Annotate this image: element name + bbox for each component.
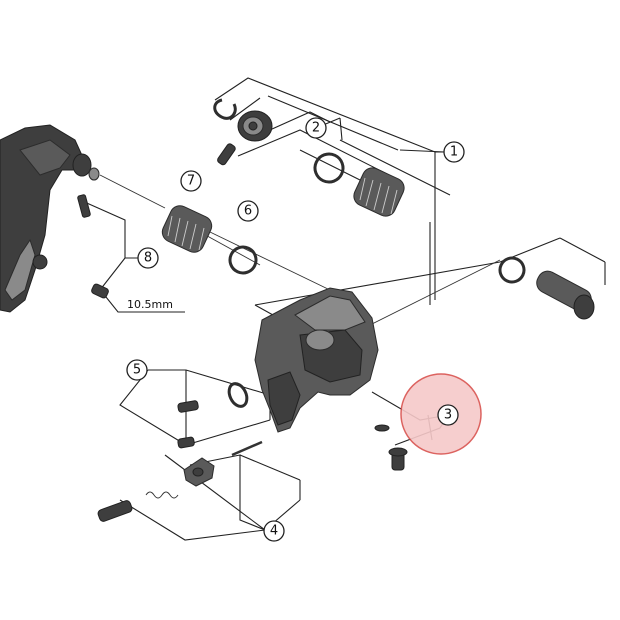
o-ring-right: [498, 256, 526, 284]
callout-5[interactable]: 5: [126, 359, 148, 381]
callout-4-label: 4: [270, 524, 278, 539]
adjuster-spring: [145, 491, 179, 499]
callout-8[interactable]: 8: [137, 247, 159, 269]
dimension-label: 10.5mm: [127, 298, 173, 311]
derailleur-body: [254, 287, 379, 433]
pulley-cage-plate: [0, 124, 100, 313]
o-ring-small: [227, 382, 249, 408]
callout-1[interactable]: 1: [443, 141, 465, 163]
b-tension-bolt: [388, 447, 408, 471]
tension-spring-lower: [161, 205, 213, 253]
callout-8-label: 8: [144, 251, 152, 266]
callout-7-label: 7: [187, 174, 195, 189]
snap-clip: [213, 98, 237, 120]
cable-fixing-bolt: [97, 500, 133, 522]
callout-7[interactable]: 7: [180, 170, 202, 192]
small-pin-lower: [231, 440, 263, 457]
cage-bolt-upper: [77, 194, 91, 218]
callout-2[interactable]: 2: [305, 117, 327, 139]
callout-3[interactable]: 3: [437, 404, 459, 426]
adjust-screw-lower: [177, 436, 195, 449]
tension-spring-upper: [353, 167, 405, 217]
callout-2-label: 2: [312, 121, 320, 136]
small-pin: [217, 143, 236, 166]
callout-1-label: 1: [450, 145, 458, 160]
adjust-screw-upper: [177, 400, 199, 413]
washer: [374, 424, 390, 432]
o-ring-upper: [313, 152, 345, 184]
cable-adjuster-barrel: [183, 457, 215, 487]
o-ring-lower: [228, 245, 258, 275]
callout-4[interactable]: 4: [263, 520, 285, 542]
callout-5-label: 5: [133, 363, 141, 378]
callout-6-label: 6: [244, 204, 252, 219]
bushing: [237, 110, 273, 142]
pivot-bolt: [536, 270, 595, 320]
callout-3-label: 3: [444, 408, 452, 423]
callout-6[interactable]: 6: [237, 200, 259, 222]
cage-bolt-lower: [91, 283, 109, 299]
